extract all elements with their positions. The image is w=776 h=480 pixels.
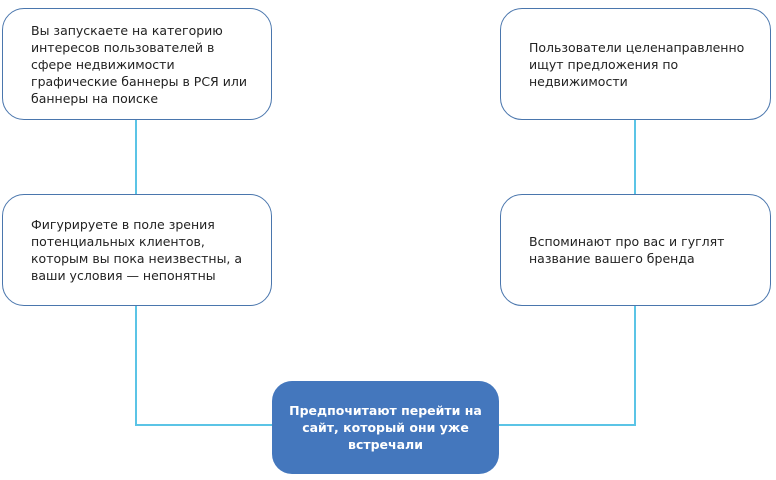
result-text: Предпочитают перейти на сайт, который он… xyxy=(289,403,482,452)
connector-right-horizontal xyxy=(496,424,636,426)
connector-right-upper xyxy=(634,120,636,194)
right-top-text: Пользователи целенаправленно ищут предло… xyxy=(529,39,745,89)
connector-right-lower xyxy=(634,306,636,426)
left-middle-box: Фигурируете в поле зрения потенциальных … xyxy=(2,194,272,306)
connector-left-upper xyxy=(135,120,137,194)
left-top-text: Вы запускаете на категорию интересов пол… xyxy=(31,22,247,106)
connector-left-horizontal xyxy=(135,424,275,426)
connector-left-lower xyxy=(135,306,137,426)
right-top-box: Пользователи целенаправленно ищут предло… xyxy=(500,8,771,120)
right-middle-box: Вспоминают про вас и гуглят название ваш… xyxy=(500,194,771,306)
right-middle-text: Вспоминают про вас и гуглят название ваш… xyxy=(529,234,725,266)
result-box: Предпочитают перейти на сайт, который он… xyxy=(272,381,499,474)
left-top-box: Вы запускаете на категорию интересов пол… xyxy=(2,8,272,120)
left-middle-text: Фигурируете в поле зрения потенциальных … xyxy=(31,217,243,283)
